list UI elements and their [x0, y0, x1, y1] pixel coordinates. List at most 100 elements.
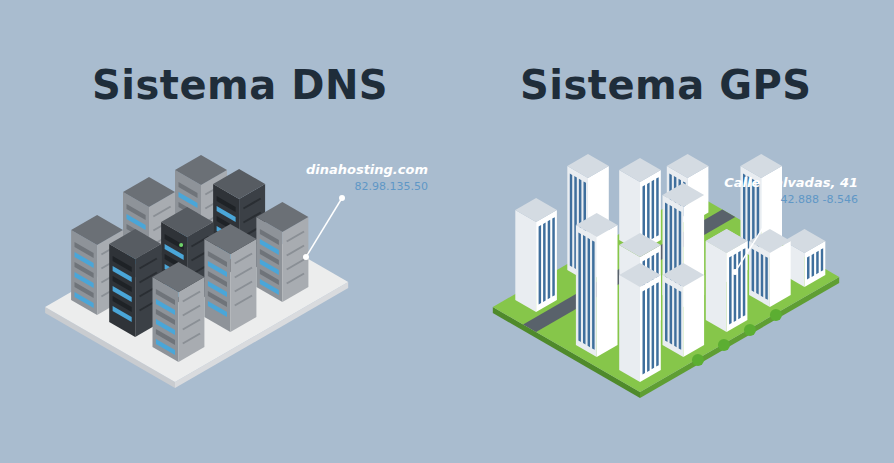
window-strip	[807, 256, 810, 280]
vent-line	[139, 259, 156, 269]
window-strip	[679, 290, 682, 349]
vent-line	[183, 320, 200, 330]
window-strip	[647, 288, 650, 372]
top-face	[663, 263, 705, 287]
vent-line	[183, 292, 200, 302]
window-strip	[643, 290, 646, 375]
top-face	[663, 183, 705, 207]
vent-line	[153, 207, 170, 217]
ip-label: 82.98.135.50	[355, 180, 428, 193]
rack-slot	[260, 279, 279, 295]
left-face	[619, 275, 640, 382]
leader-dot	[770, 209, 776, 215]
section-title: Sistema DNS	[92, 62, 388, 108]
leader-dot	[339, 195, 345, 201]
tree	[770, 309, 782, 321]
left-face	[109, 244, 135, 337]
address-label: Calle Salvadas, 41	[724, 175, 858, 190]
window-strip	[583, 235, 586, 344]
leader-dot	[303, 254, 309, 260]
left-face	[576, 225, 597, 357]
window-strip	[548, 220, 551, 299]
window-strip	[752, 248, 755, 292]
top-face	[256, 202, 308, 232]
top-face	[161, 207, 213, 237]
building	[706, 229, 748, 332]
right-face	[640, 275, 661, 382]
window-strip	[734, 254, 737, 322]
window-strip	[656, 177, 659, 236]
section-title: Sistema GPS	[520, 62, 812, 108]
left-face	[706, 241, 727, 332]
window-strip	[765, 256, 768, 299]
left-face	[515, 210, 536, 312]
ground-platform	[493, 192, 839, 398]
top-face	[45, 207, 348, 382]
vent-line	[183, 334, 200, 344]
window-strip	[756, 251, 759, 294]
vent-line	[183, 306, 200, 316]
window-strip	[729, 256, 732, 325]
building	[576, 213, 618, 357]
top-face	[71, 215, 123, 245]
window-strip	[816, 251, 819, 274]
top-face	[153, 262, 205, 292]
top-face	[109, 229, 161, 259]
tree	[718, 339, 730, 351]
window-strip	[665, 282, 668, 342]
leader-lines	[303, 195, 776, 275]
top-face	[213, 169, 265, 199]
vent-line	[287, 260, 304, 270]
tree	[744, 324, 756, 336]
window-strip	[578, 232, 581, 342]
window-strip	[592, 240, 595, 349]
window-strip	[674, 288, 676, 348]
top-face	[123, 177, 175, 207]
top-face	[619, 158, 661, 182]
building	[515, 198, 557, 312]
window-strip	[812, 254, 815, 277]
vent-line	[287, 274, 304, 284]
window-strip	[543, 223, 546, 302]
building	[663, 263, 705, 357]
window-strip	[670, 285, 673, 344]
right-face	[727, 241, 748, 332]
top-face	[667, 154, 709, 178]
top-face	[515, 198, 557, 222]
server-rack	[256, 202, 308, 302]
window-strip	[552, 217, 555, 296]
vent-line	[287, 232, 304, 242]
tree	[692, 354, 704, 366]
top-face	[619, 263, 661, 287]
right-face	[230, 239, 256, 332]
vent-line	[235, 254, 252, 264]
rack-slot	[113, 306, 132, 322]
rack-slot	[75, 292, 94, 308]
vent-line	[243, 199, 260, 209]
leader-dot	[732, 269, 738, 275]
top-face	[567, 154, 609, 178]
vent-line	[287, 246, 304, 256]
window-strip	[656, 282, 659, 366]
window-strip	[588, 238, 590, 348]
server-rack	[153, 262, 205, 362]
top-face	[619, 233, 661, 257]
domain-label: dinahosting.com	[306, 162, 428, 177]
right-face	[536, 210, 557, 312]
server-rack	[204, 224, 256, 332]
top-face	[741, 154, 783, 178]
left-face	[663, 275, 684, 357]
window-strip	[539, 225, 542, 305]
window-strip	[647, 183, 650, 242]
top-face	[493, 192, 839, 392]
rack-slot	[156, 339, 175, 355]
right-face	[597, 225, 618, 357]
left-face	[204, 239, 230, 332]
left-face	[71, 230, 97, 315]
vent-line	[235, 282, 252, 292]
coordinates-label: 42.888 -8.546	[781, 193, 858, 206]
window-strip	[652, 180, 655, 240]
window-strip	[652, 285, 655, 370]
leader-line	[735, 212, 773, 272]
window-strip	[738, 251, 741, 319]
